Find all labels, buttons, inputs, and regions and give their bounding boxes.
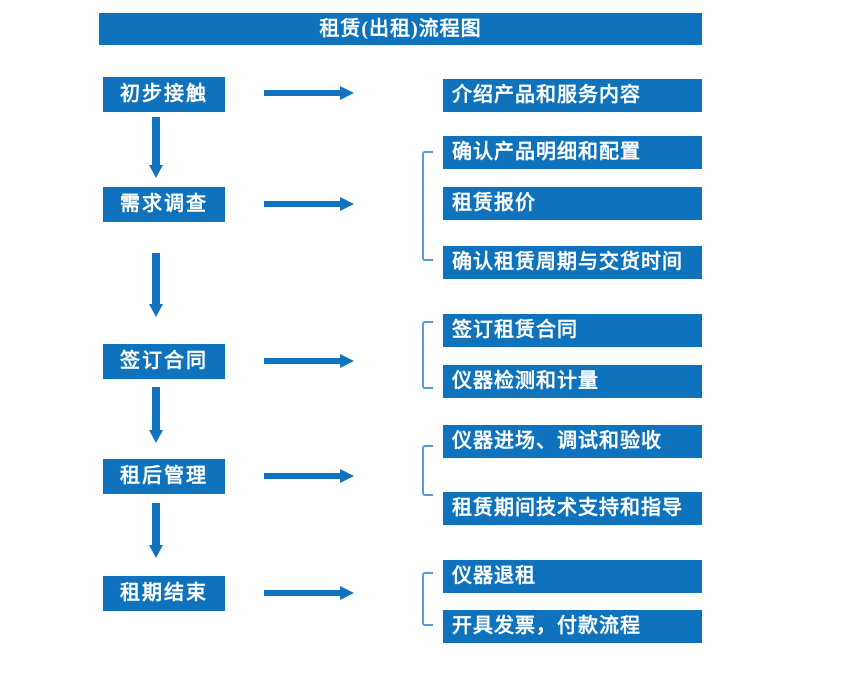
arrow-right-icon [264, 468, 354, 484]
stage-box-rental-end: 租期结束 [103, 576, 225, 611]
detail-box: 租赁期间技术支持和指导 [443, 492, 702, 525]
arrow-right-icon [264, 85, 354, 101]
arrow-right-icon [264, 585, 354, 601]
detail-box: 确认产品明细和配置 [443, 136, 702, 169]
detail-box: 开具发票，付款流程 [443, 610, 702, 643]
detail-box: 仪器检测和计量 [443, 365, 702, 398]
stage-box-initial-contact: 初步接触 [103, 77, 225, 112]
arrow-down-icon [148, 503, 164, 558]
arrow-down-icon [148, 117, 164, 178]
bracket-connector [422, 572, 433, 626]
arrow-right-icon [264, 353, 354, 369]
bracket-connector [422, 151, 433, 261]
bracket-connector [422, 321, 433, 389]
detail-box: 租赁报价 [443, 187, 702, 220]
detail-box: 介绍产品和服务内容 [443, 79, 702, 112]
arrow-down-icon [148, 387, 164, 443]
flowchart-title: 租赁(出租)流程图 [99, 13, 702, 45]
bracket-connector [422, 445, 433, 496]
arrow-down-icon [148, 253, 164, 317]
detail-box: 仪器退租 [443, 560, 702, 593]
stage-box-post-rental: 租后管理 [103, 459, 225, 494]
arrow-right-icon [264, 196, 354, 212]
stage-box-demand-survey: 需求调查 [103, 187, 225, 222]
detail-box: 签订租赁合同 [443, 314, 702, 347]
detail-box: 确认租赁周期与交货时间 [443, 246, 702, 279]
stage-box-sign-contract: 签订合同 [103, 344, 225, 379]
detail-box: 仪器进场、调试和验收 [443, 425, 702, 458]
